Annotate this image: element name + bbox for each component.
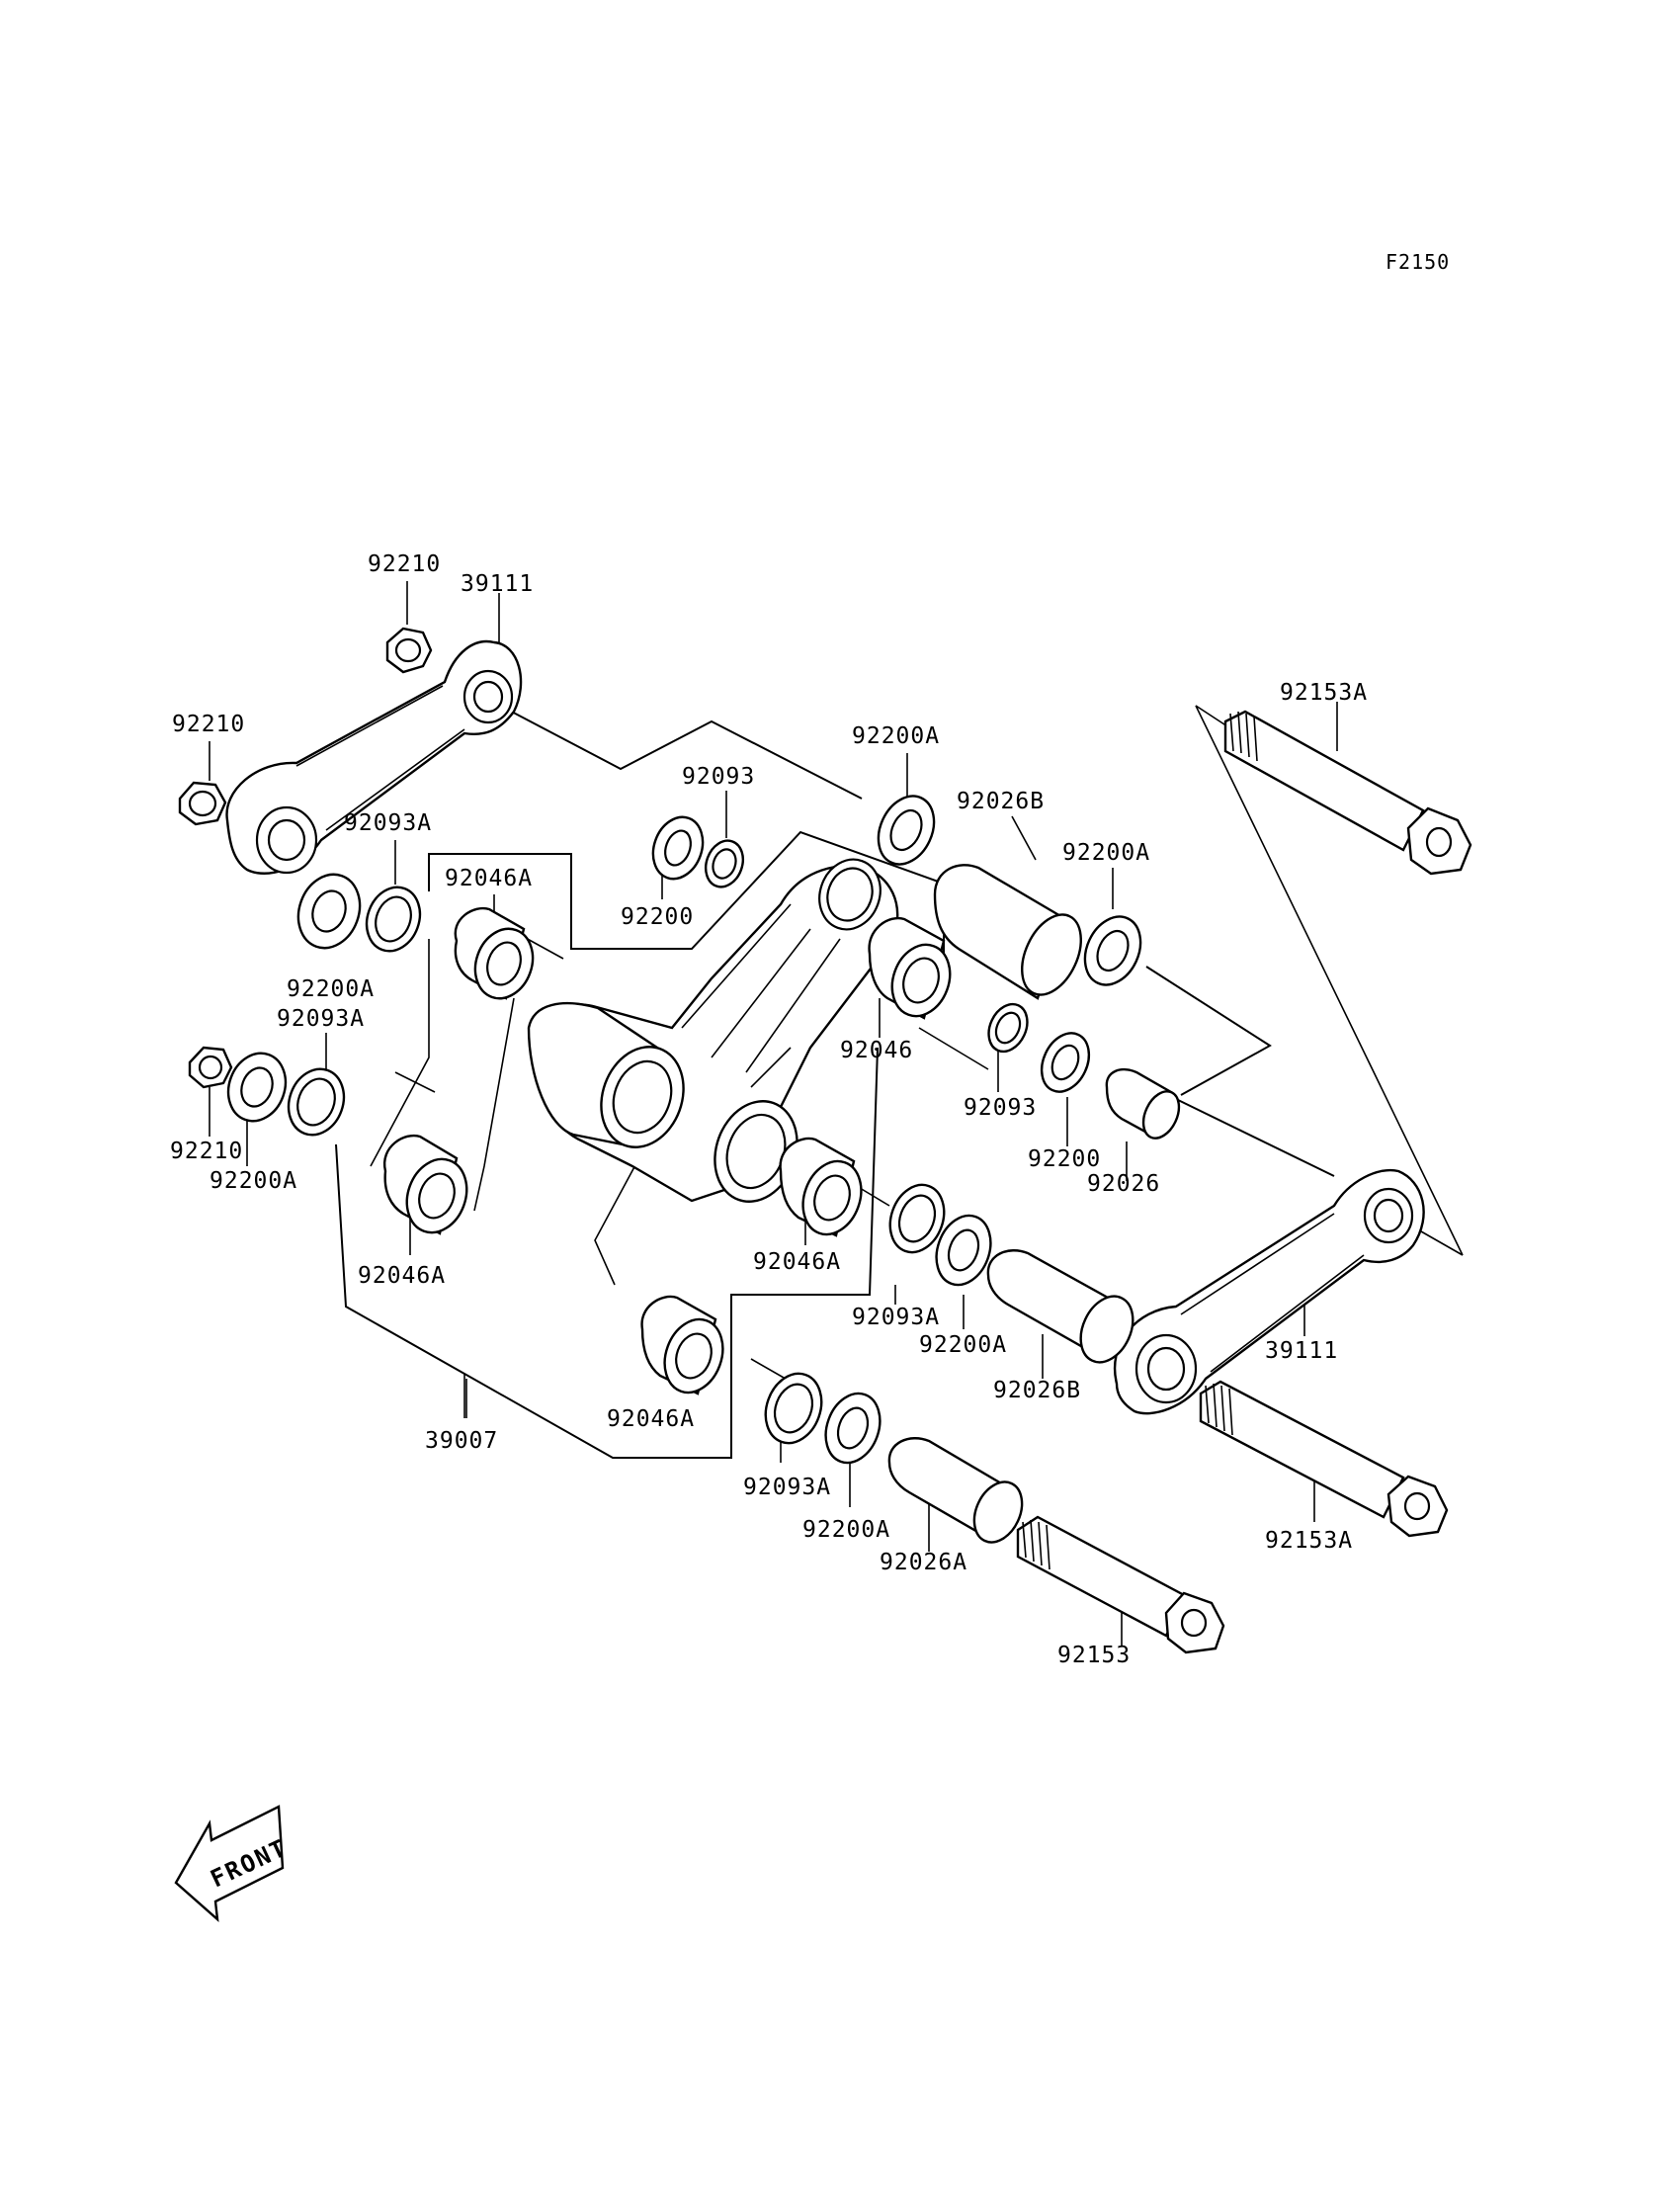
label-39111-low: 39111 (1265, 1338, 1338, 1364)
label-92093a-4: 92093A (743, 1475, 831, 1500)
label-92046: 92046 (840, 1038, 913, 1063)
front-arrow: FRONT (174, 1805, 292, 1922)
label-92093a-1: 92093A (344, 810, 432, 836)
seal-92093-top (704, 839, 745, 888)
sleeve-92026b-low (986, 1249, 1134, 1364)
label-92153a-top: 92153A (1280, 680, 1368, 706)
bearing-92046a-4 (640, 1295, 724, 1395)
washer-92200a-3 (935, 1214, 992, 1287)
label-92093a-2: 92093A (277, 1006, 365, 1032)
label-92210-top: 92210 (368, 551, 441, 577)
bearing-92046a-3 (779, 1137, 863, 1237)
label-92200a-right: 92200A (1062, 840, 1150, 866)
label-92046a-2: 92046A (358, 1263, 446, 1289)
washer-92200-right (1040, 1032, 1091, 1093)
rocker-arm-39007 (527, 858, 899, 1203)
bolt-92153 (1016, 1515, 1225, 1654)
label-92153: 92153 (1057, 1643, 1131, 1668)
washer-92200a-right (1083, 915, 1142, 986)
nut-92210-top (385, 627, 433, 674)
label-92200-top: 92200 (621, 904, 694, 930)
label-92046a-3: 92046A (753, 1249, 841, 1275)
label-92200a-2: 92200A (210, 1168, 297, 1194)
label-92210-left: 92210 (172, 712, 245, 737)
label-92200-right: 92200 (1028, 1146, 1101, 1172)
label-92200a-top: 92200A (852, 723, 940, 749)
seal-92093a-left-1 (365, 886, 422, 953)
label-92026b-top: 92026B (957, 789, 1045, 814)
bearing-92046a-1 (454, 906, 535, 1000)
seal-92093-right (987, 1002, 1029, 1054)
label-92200a-3: 92200A (919, 1332, 1007, 1358)
sleeve-92026a (887, 1437, 1024, 1544)
label-92093-right: 92093 (964, 1095, 1037, 1121)
label-92046a-4: 92046A (607, 1406, 695, 1432)
label-92153a-low: 92153A (1265, 1528, 1353, 1554)
seal-92093a-3 (888, 1183, 946, 1254)
bolt-92153a-top (1223, 710, 1472, 876)
label-39007: 39007 (425, 1428, 498, 1454)
part-labels: 92210 39111 92210 92093A 92046A 92200A 9… (170, 551, 1368, 1668)
seal-92093a-left-2 (287, 1067, 346, 1137)
label-92026a: 92026A (880, 1550, 967, 1575)
label-92093-top: 92093 (682, 764, 755, 790)
sleeve-92026 (1105, 1067, 1181, 1140)
washer-92200a-4 (824, 1392, 882, 1465)
washer-92200-top (651, 815, 705, 881)
sleeve-92026b-top (933, 864, 1082, 1000)
label-39111-top: 39111 (461, 571, 534, 597)
label-92200a-4: 92200A (802, 1517, 890, 1543)
bearing-92046 (868, 916, 952, 1020)
label-92200a-1: 92200A (287, 976, 375, 1002)
bolt-92153a-low (1199, 1380, 1449, 1538)
washer-92200a-left-1 (296, 873, 362, 950)
nut-92210-left (178, 781, 227, 826)
seal-92093a-4 (764, 1372, 823, 1445)
link-rod-top-left (225, 639, 523, 875)
bearing-92046a-2 (382, 1134, 468, 1235)
link-rod-bottom-right (1113, 1168, 1425, 1415)
label-92026: 92026 (1087, 1171, 1160, 1197)
label-92093a-3: 92093A (852, 1305, 940, 1330)
drawing-code: F2150 (1386, 250, 1450, 274)
washer-92200a-top (877, 795, 936, 866)
nut-92210-low (188, 1046, 233, 1089)
label-92210-low: 92210 (170, 1139, 243, 1164)
label-92026b-low: 92026B (993, 1378, 1081, 1403)
washer-92200a-left-2 (226, 1052, 288, 1123)
label-92046a-1: 92046A (445, 866, 533, 891)
